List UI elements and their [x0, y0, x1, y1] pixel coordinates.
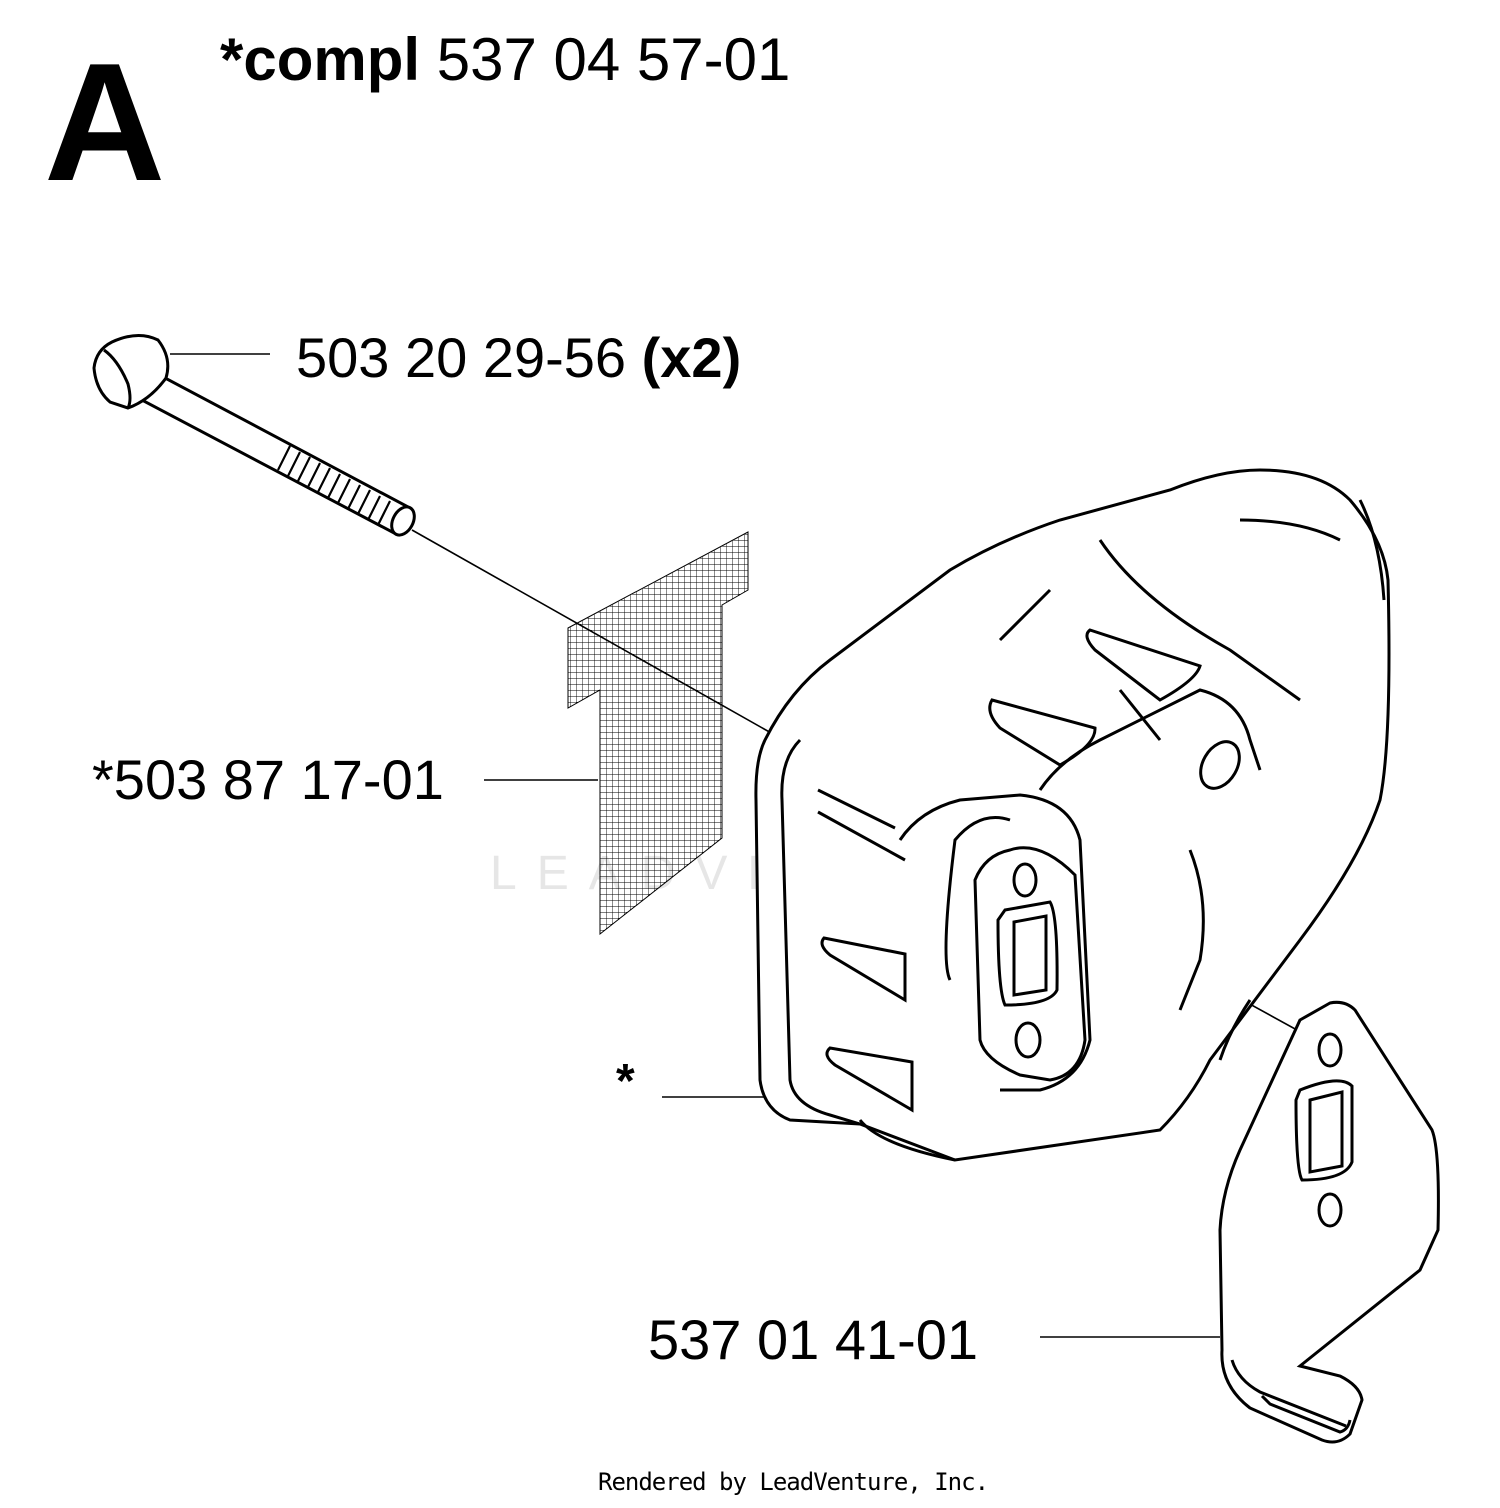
section-letter: A — [44, 28, 166, 216]
title-prefix: *compl — [220, 26, 421, 93]
callout-screen: *503 87 17-01 — [92, 748, 444, 811]
gasket-plate — [1218, 1000, 1440, 1444]
bolt — [92, 334, 416, 537]
callout-muffler: * — [616, 1055, 635, 1108]
footer-credit: Rendered by LeadVenture, Inc. — [598, 1468, 989, 1496]
callout-bolt-part-number: 503 20 29-56 — [296, 326, 627, 389]
callout-plate: 537 01 41-01 — [648, 1308, 979, 1371]
callout-bolt-quantity: (x2) — [641, 326, 742, 389]
assembly-title: *compl 537 04 57-01 — [220, 30, 790, 90]
muffler-body — [754, 468, 1391, 1162]
callout-bolt: 503 20 29-56 (x2) — [296, 330, 741, 386]
spark-screen — [567, 531, 749, 936]
title-part-number: 537 04 57-01 — [436, 26, 791, 93]
